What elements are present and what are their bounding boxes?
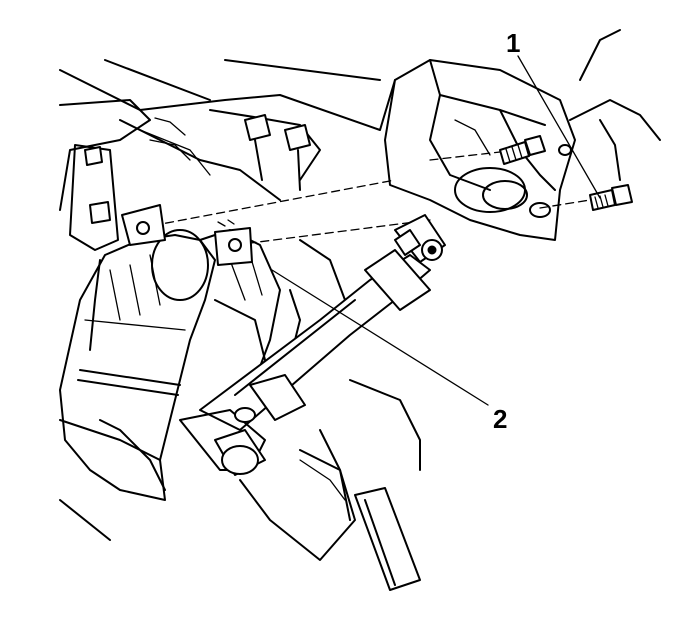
callout-label-1: 1 <box>506 28 520 58</box>
mounting-bracket <box>384 29 661 241</box>
bolt-1 <box>589 184 633 211</box>
bolt-upper <box>499 135 546 165</box>
left-nut-cluster <box>84 114 311 224</box>
alignment-lines <box>139 151 591 246</box>
steering-shaft <box>179 214 446 476</box>
pedal <box>299 449 421 591</box>
callout-label-2: 2 <box>493 404 507 434</box>
duct-assembly <box>59 229 216 501</box>
callout-leaders <box>271 55 601 406</box>
bracket-tabs <box>121 204 253 266</box>
dash-structure <box>59 59 396 251</box>
